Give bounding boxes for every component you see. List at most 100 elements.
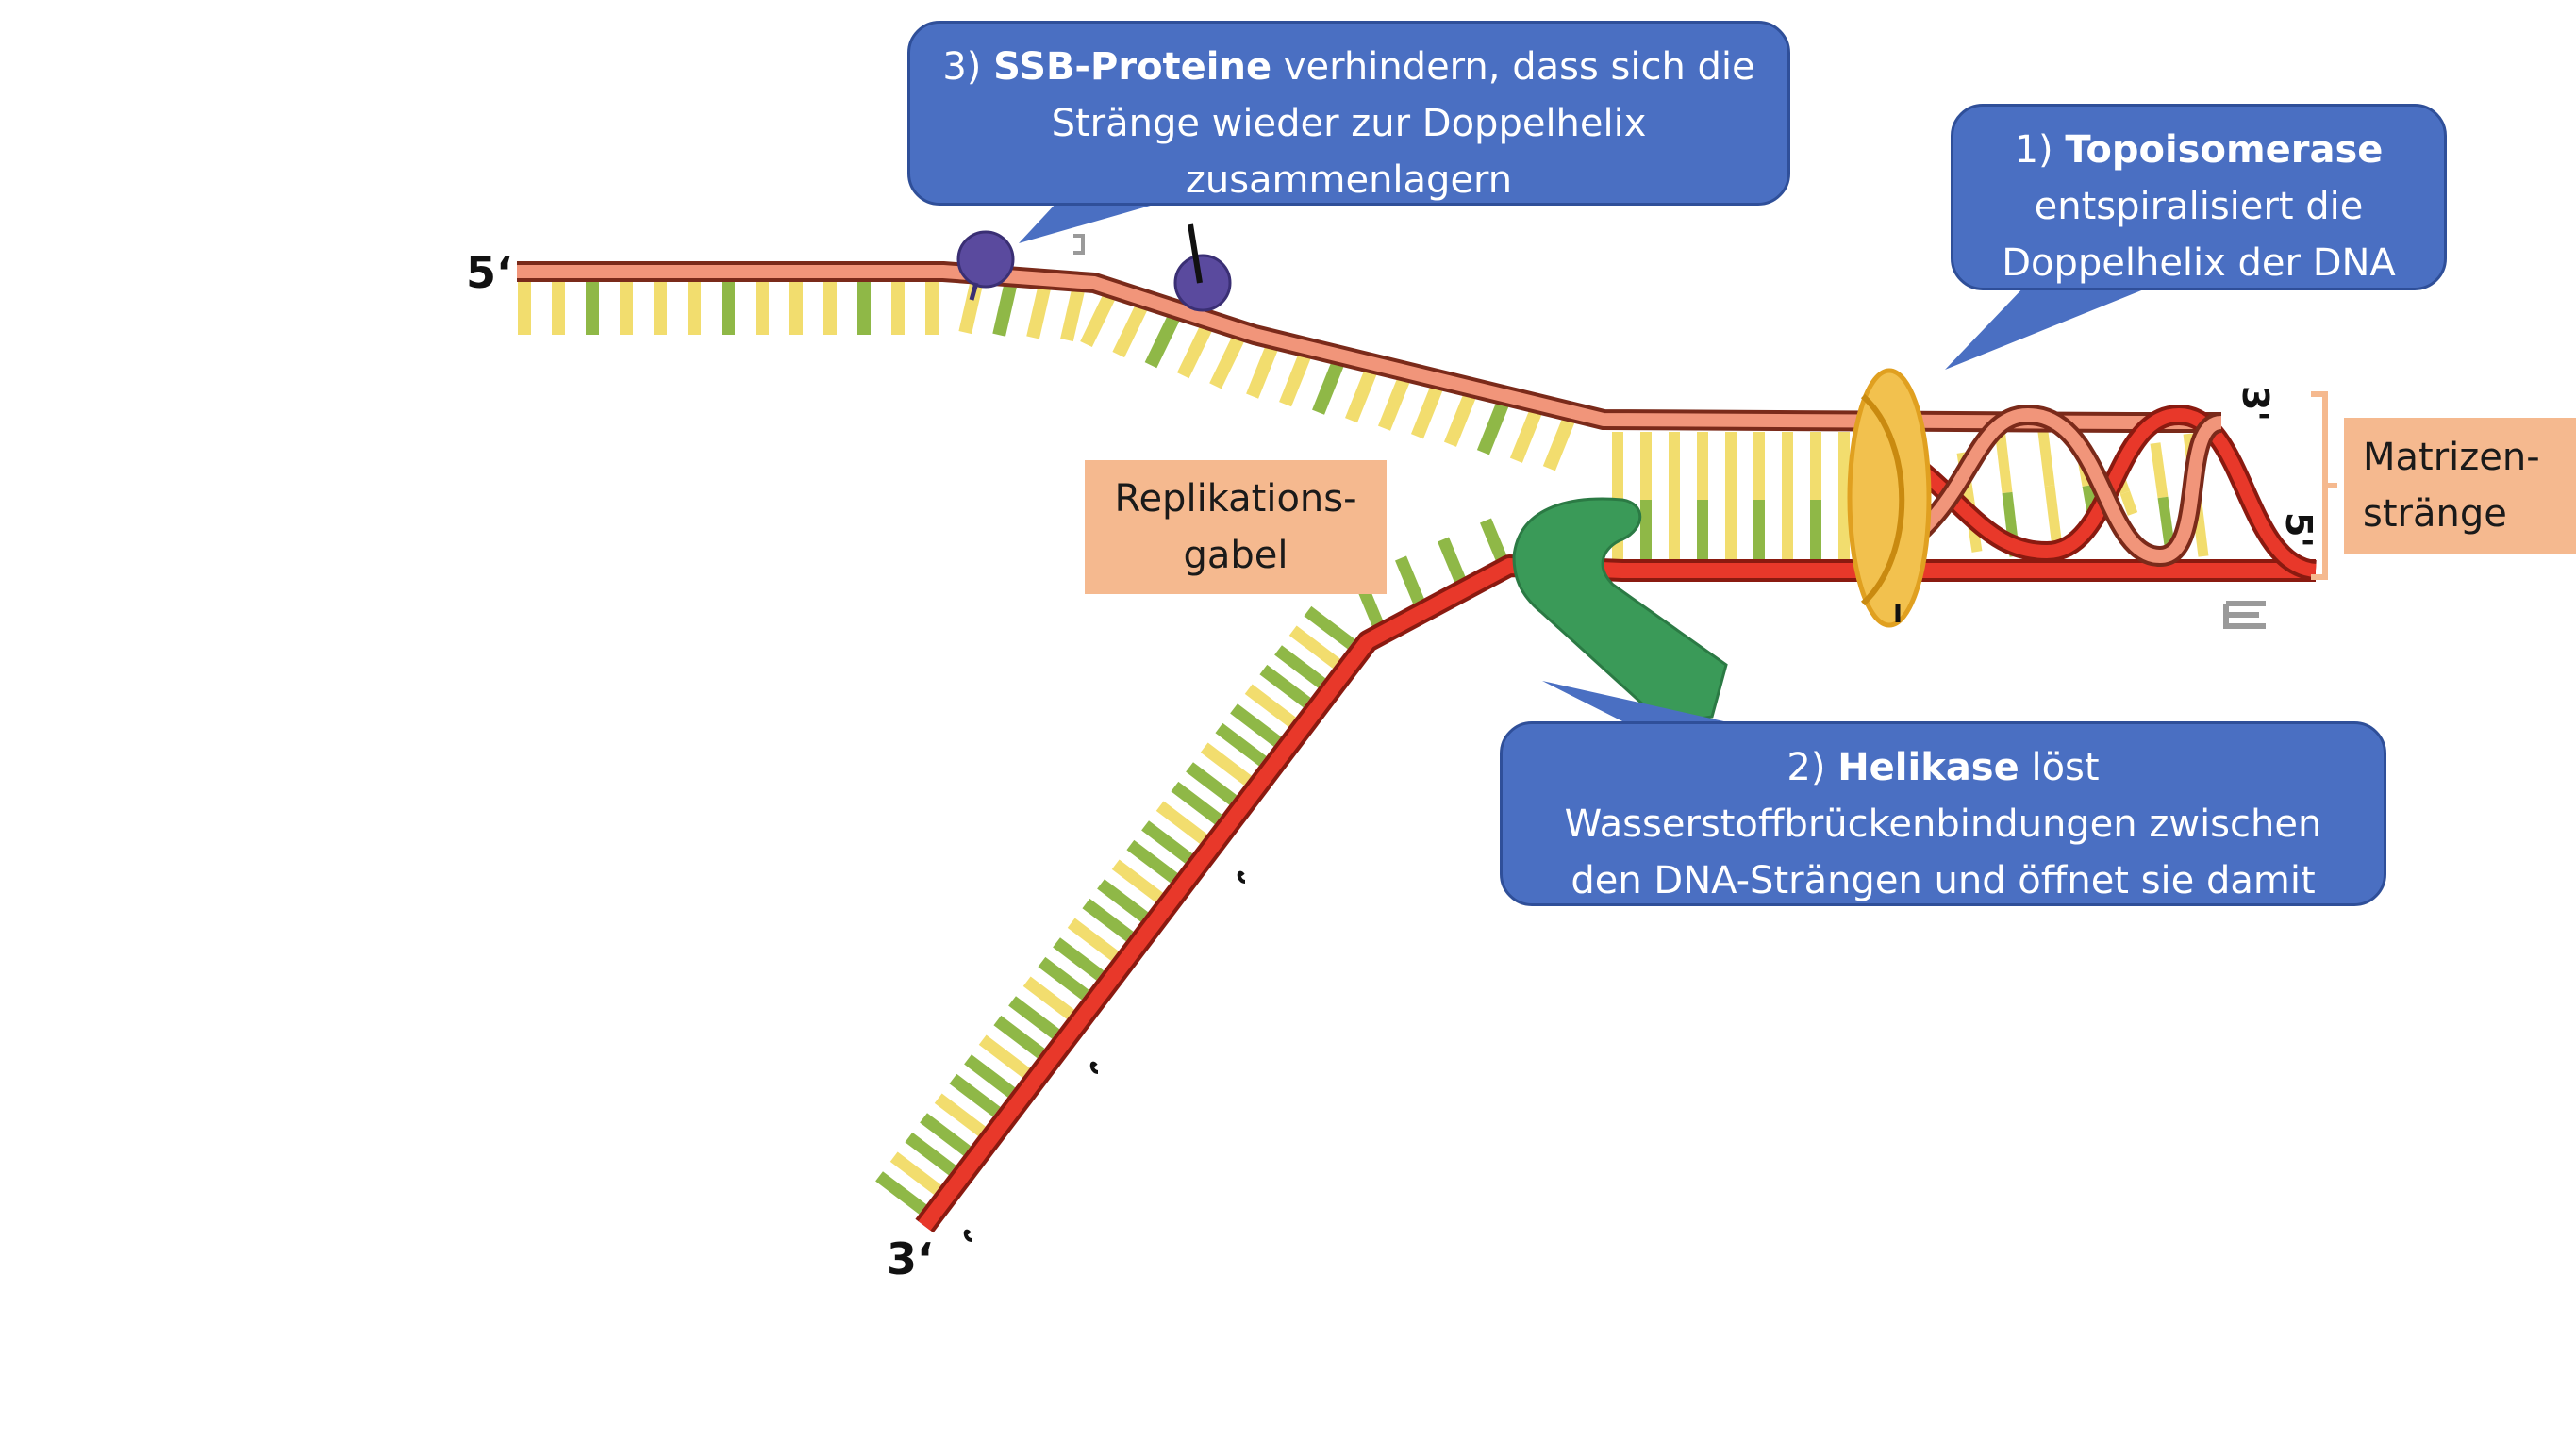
base-pair-bottom — [1022, 976, 1074, 1019]
helikase-callout-line1: 2) Helikase löst — [1525, 739, 2361, 796]
base-pair-top-slope — [1509, 410, 1542, 463]
tick-mark-4 — [1073, 234, 1085, 255]
helikase-callout-number: 2) — [1787, 746, 1826, 789]
base-pair-bottom — [1111, 859, 1163, 902]
base-pair-top-slope — [992, 284, 1017, 337]
ssb-callout: 3) SSB-Proteine verhindern, dass sich di… — [907, 21, 1790, 206]
base-pair-bottom — [949, 1073, 1001, 1117]
matrizen-line2: stränge — [2363, 492, 2507, 536]
strand-end-5-top-left: 5‘ — [466, 247, 513, 298]
matrizen-bracket — [2311, 391, 2337, 580]
base-pair-bottom — [1304, 605, 1355, 650]
base-pair-bottom — [1186, 762, 1238, 805]
helix-rung-lower — [2119, 490, 2138, 516]
base-pair-bottom — [1274, 645, 1326, 688]
base-pair-bottom — [1230, 703, 1282, 747]
base-pair-top-slope — [1312, 362, 1344, 415]
helix-rung-upper — [1994, 428, 2013, 494]
base-pair-bottom — [905, 1132, 956, 1176]
tick-mark-3 — [963, 1229, 972, 1242]
helikase-callout-text1: Wasserstoffbrückenbindungen zwischen — [1564, 802, 2322, 846]
helix-rung-upper — [2036, 423, 2055, 487]
ssb-protein-1 — [956, 230, 1015, 301]
base-pair-bottom — [1126, 839, 1178, 884]
base-pair-bottom — [978, 1034, 1030, 1078]
matrizen-line1: Matrizen- — [2363, 436, 2540, 479]
base-pair-bottom — [1141, 820, 1193, 864]
base-pair-bottom — [1082, 898, 1134, 942]
topo-callout-tail — [1945, 283, 2160, 370]
base-pair-bottom — [1288, 625, 1340, 669]
helikase-enzyme — [1512, 497, 1728, 726]
base-pair-bottom — [1038, 956, 1089, 1001]
helix-rung-upper — [2150, 442, 2169, 499]
base-pair-top-slope — [1279, 354, 1311, 407]
ssb-callout-text2: Stränge wieder zur Doppelhelix — [1051, 102, 1647, 145]
ssb-callout-tail — [1019, 203, 1160, 243]
helikase-callout-text2: den DNA-Strängen und öffnet sie damit — [1571, 859, 2316, 902]
base-pair-bottom — [889, 1151, 941, 1195]
strand-end-5-right-bottom: 5' — [2278, 511, 2320, 549]
base-pair-top-slope — [1377, 378, 1410, 431]
tick-mark-5 — [2223, 601, 2266, 629]
base-pair-top-slope — [1443, 394, 1476, 447]
helix-strand-light-fill — [1883, 407, 2223, 564]
base-pair-bottom — [1244, 684, 1296, 727]
matrizen-label: Matrizen- stränge — [2344, 418, 2576, 554]
base-pair-top-slope — [1246, 346, 1278, 399]
topo-callout-text2: Doppelhelix der DNA — [2002, 241, 2396, 285]
base-pair-top-slope — [1144, 315, 1180, 369]
replikationsgabel-line2: gabel — [1183, 534, 1288, 577]
tick-mark-2 — [1089, 1061, 1099, 1074]
replikationsgabel-label: Replikations- gabel — [1085, 460, 1387, 594]
base-pair-bottom — [1215, 722, 1267, 767]
helikase-callout-tail — [1542, 681, 1745, 726]
helix-region-bases — [1612, 423, 2209, 561]
base-pair-bottom — [1171, 781, 1222, 825]
base-pair-bottom — [1053, 937, 1105, 981]
base-pair-bottom — [1097, 879, 1149, 922]
base-pair-bottom — [1259, 664, 1311, 708]
ssb-callout-number: 3) — [942, 45, 982, 89]
ssb-callout-line1: 3) SSB-Proteine verhindern, dass sich di… — [933, 39, 1765, 95]
topoisomerase-enzyme — [1847, 368, 1932, 628]
base-pair-top-slope — [1112, 305, 1148, 358]
topo-callout-number: 1) — [2014, 128, 2053, 172]
base-pair-bottom — [934, 1093, 986, 1136]
base-pair-bottom — [993, 1015, 1045, 1059]
topo-callout-term: Topoisomerase — [2065, 128, 2384, 172]
topo-callout-line1: 1) Topoisomerase — [1976, 122, 2421, 178]
base-pair-bottom — [875, 1171, 927, 1215]
helikase-callout-term: Helikase — [1837, 746, 2019, 789]
ssb-callout-text3: zusammenlagern — [1185, 158, 1513, 202]
topo-callout: 1) Topoisomerase entspiralisiert die Dop… — [1951, 104, 2447, 290]
tick-mark-1 — [1237, 870, 1246, 884]
base-pair-top-slope — [1026, 287, 1051, 339]
base-pair-top-slope — [1080, 294, 1115, 348]
helix-strand-dark-fill — [1873, 407, 2318, 577]
base-pair-bottom — [1008, 996, 1060, 1039]
top-template-strand-fill — [517, 265, 2221, 429]
top-template-strand — [517, 261, 2221, 433]
base-pair-bottom — [1067, 918, 1119, 961]
base-pair-bottom — [1200, 742, 1252, 786]
helix-rung-lower — [2044, 485, 2063, 548]
strand-end-3-bottom-left: 3‘ — [887, 1233, 934, 1284]
base-pair-bottom — [1155, 801, 1207, 844]
base-pair-top-slope — [1060, 289, 1085, 342]
ssb-callout-text1: verhindern, dass sich die — [1283, 45, 1755, 89]
replikationsgabel-line1: Replikations- — [1114, 477, 1357, 521]
base-pair-top-slope — [1345, 370, 1377, 423]
ssb-protein-2 — [1173, 223, 1232, 312]
helikase-callout: 2) Helikase löst Wasserstoffbrückenbindu… — [1500, 721, 2386, 906]
base-pair-top-slope — [1476, 402, 1509, 455]
base-pair-top-slope — [1410, 386, 1443, 439]
base-pair-top-slope — [1209, 336, 1244, 389]
base-pair-top-slope — [1542, 418, 1575, 471]
ssb-callout-term: SSB-Proteine — [993, 45, 1272, 89]
strand-end-3-right-top: 3' — [2235, 385, 2277, 422]
helikase-callout-text-after: löst — [2031, 746, 2100, 789]
base-pair-bottom — [964, 1054, 1016, 1098]
